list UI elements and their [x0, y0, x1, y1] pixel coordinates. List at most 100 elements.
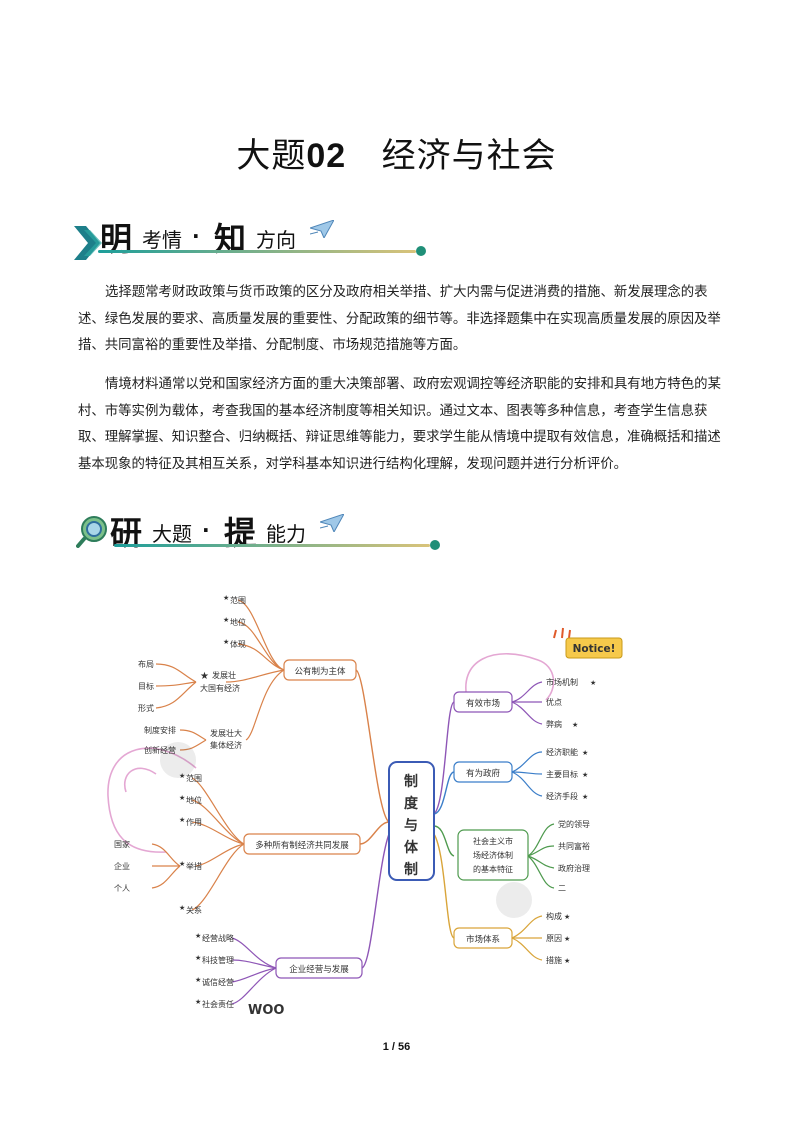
- leaf-label: 弊病: [546, 719, 562, 729]
- leaf-label: 体现: [230, 639, 246, 649]
- magnifier-icon: [76, 516, 107, 548]
- leaf-label: 地位: [186, 795, 202, 805]
- banner-underline: [114, 544, 430, 547]
- node-multi-ownership: [243, 833, 361, 855]
- node-label: 集体经济: [210, 740, 242, 750]
- node-label: 的基本特征: [473, 864, 513, 874]
- banner-word-1: 考情: [142, 228, 182, 252]
- node-market-system: [453, 927, 513, 949]
- node-label: 企业经营与发展: [289, 964, 349, 975]
- leaf-label: 企业: [114, 861, 130, 871]
- page-title: 大题02 经济与社会: [0, 128, 793, 177]
- star-icon: ★: [582, 749, 588, 757]
- section-banner-exam-info: 明 考情 · 知 方向: [74, 212, 434, 266]
- title-text: 经济与社会: [381, 136, 557, 176]
- leaf-label: 市场机制: [546, 677, 578, 687]
- title-prefix: 大题: [236, 136, 307, 176]
- banner-dot: ·: [192, 224, 200, 248]
- star-icon: ★: [195, 976, 201, 984]
- star-icon: ★: [582, 793, 588, 801]
- leaf-label: 政府治理: [558, 863, 590, 873]
- leaf-label: 措施: [546, 955, 562, 965]
- star-icon: ★: [195, 932, 201, 940]
- center-char: 制: [404, 861, 418, 878]
- leaf-label: 举措: [186, 861, 202, 871]
- center-char: 与: [404, 818, 418, 834]
- star-icon: ★: [179, 860, 185, 868]
- leaf-label: 范围: [230, 595, 246, 605]
- center-char: 体: [404, 839, 419, 856]
- leaf-label: 党的领导: [558, 819, 590, 829]
- star-icon: ★: [179, 816, 185, 824]
- leaf-label: 创新经营: [144, 745, 176, 755]
- leaf-label: 国家: [114, 839, 130, 849]
- node-label: 发展壮: [212, 670, 236, 680]
- node-label: 大国有经济: [200, 683, 240, 693]
- notice-sticker: Notice!: [553, 627, 623, 659]
- center-node: [388, 761, 435, 881]
- leaf-label: 地位: [230, 617, 246, 627]
- star-icon: ★: [179, 904, 185, 912]
- star-icon: ★: [582, 771, 588, 779]
- banner-end-dot: [430, 540, 440, 550]
- paper-plane-icon: [310, 220, 334, 238]
- leaf-label: 共同富裕: [558, 841, 590, 851]
- leaf-label: 优点: [546, 697, 562, 707]
- star-icon: ★: [195, 998, 201, 1006]
- leaf-label: 作用: [186, 817, 202, 827]
- node-label: 有效市场: [466, 698, 500, 709]
- leaf-label: 制度安排: [144, 725, 176, 735]
- leaf-label: 构成: [546, 911, 562, 921]
- leaf-label: 关系: [186, 905, 202, 915]
- leaf-label: 经济职能: [546, 747, 578, 757]
- node-label: 公有制为主体: [294, 666, 346, 677]
- star-icon: ★: [564, 913, 570, 921]
- banner-char-2: 提: [224, 514, 257, 552]
- leaf-label: 诚信经营: [202, 977, 234, 987]
- center-char: 制: [404, 773, 418, 790]
- node-effective-market: [453, 691, 513, 713]
- node-enterprise: [275, 957, 363, 979]
- node-effective-government: [453, 761, 513, 783]
- page-number: 1 / 56: [382, 1041, 411, 1053]
- leaf-label: 目标: [138, 681, 154, 691]
- banner-underline: [98, 250, 416, 253]
- leaf-label: 原因: [546, 934, 562, 943]
- node-socialist-market: [457, 829, 529, 881]
- star-icon: ★: [590, 679, 596, 687]
- star-icon: ★: [223, 594, 229, 602]
- section-banner-question-study: 研 大题 · 提 能力: [74, 506, 440, 560]
- banner-char-1: 明: [100, 220, 133, 258]
- banner-word-2: 能力: [266, 522, 306, 546]
- banner-word-1: 大题: [152, 522, 192, 546]
- banner-char-1: 研: [110, 514, 143, 552]
- chevron-right-icon: [74, 226, 102, 260]
- leaf-label: 社会责任: [202, 999, 234, 1009]
- star-icon: ★: [223, 638, 229, 646]
- intro-paragraph-1: 选择题常考财政政策与货币政策的区分及政府相关举措、扩大内需与促进消费的措施、新发…: [78, 285, 721, 353]
- star-icon: ★: [564, 935, 570, 943]
- leaf-label: 范围: [186, 773, 202, 783]
- node-label: 市场体系: [466, 934, 500, 945]
- leaf-label: 形式: [138, 703, 154, 713]
- woo-sticker: WOO: [248, 1003, 284, 1018]
- leaf-label: 科技管理: [202, 955, 234, 965]
- star-icon: ★: [195, 954, 201, 962]
- leaf-label: 二: [558, 884, 566, 893]
- mind-map-svg: 制 度 与 体 制 公有制为主体 范围 地位 体现 ★ ★ ★ ★ 发展壮 大国…: [107, 594, 623, 1018]
- leaf-label: 布局: [138, 659, 154, 669]
- banner-end-dot: [416, 246, 426, 256]
- center-char: 度: [404, 795, 419, 812]
- leaf-label: 经营战略: [202, 933, 234, 943]
- watermark-logo: [160, 742, 532, 918]
- node-public-ownership: [283, 659, 357, 681]
- node-label: 有为政府: [466, 768, 501, 779]
- star-icon: ★: [223, 616, 229, 624]
- node-label: 多种所有制经济共同发展: [255, 840, 349, 851]
- title-number: 02: [306, 137, 347, 175]
- node-label: 场经济体制: [473, 850, 513, 860]
- star-icon: ★: [200, 671, 209, 682]
- leaf-label: 主要目标: [546, 769, 578, 779]
- paper-plane-icon: [320, 514, 344, 532]
- star-icon: ★: [179, 772, 185, 780]
